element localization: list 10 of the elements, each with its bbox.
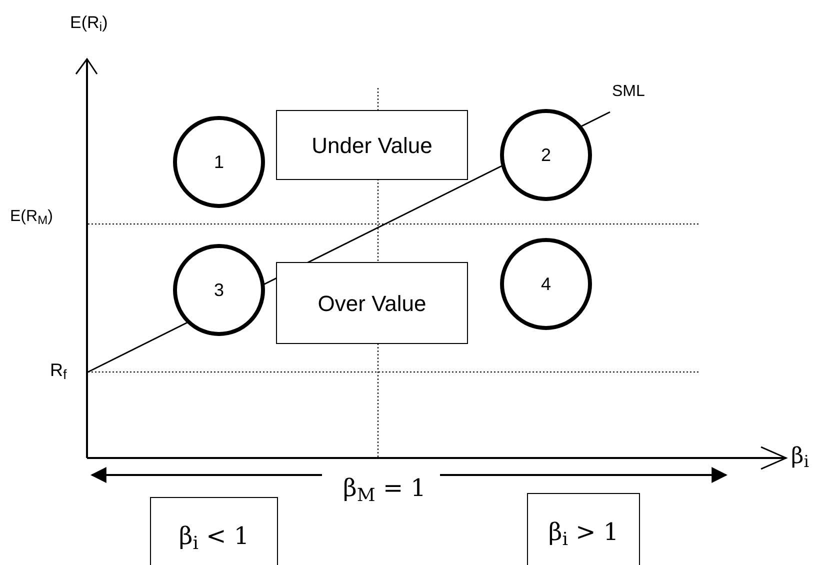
- text-box: β$_{i}$ < 1: [150, 497, 278, 565]
- text-box: Over Value: [276, 262, 468, 344]
- axis-label: β$_{i}$: [791, 443, 809, 473]
- axis-label: E(R$_{i}$): [70, 12, 108, 36]
- axis-tick-label: E(R$_{M}$): [10, 207, 53, 229]
- text-box: β$_{i}$ > 1: [527, 493, 640, 565]
- line-label: SML: [612, 82, 645, 102]
- text-box: Under Value: [276, 110, 468, 180]
- axis-label: β$_{M}$ = 1: [343, 473, 426, 506]
- axis-tick-label: R$_{f}$: [50, 359, 67, 384]
